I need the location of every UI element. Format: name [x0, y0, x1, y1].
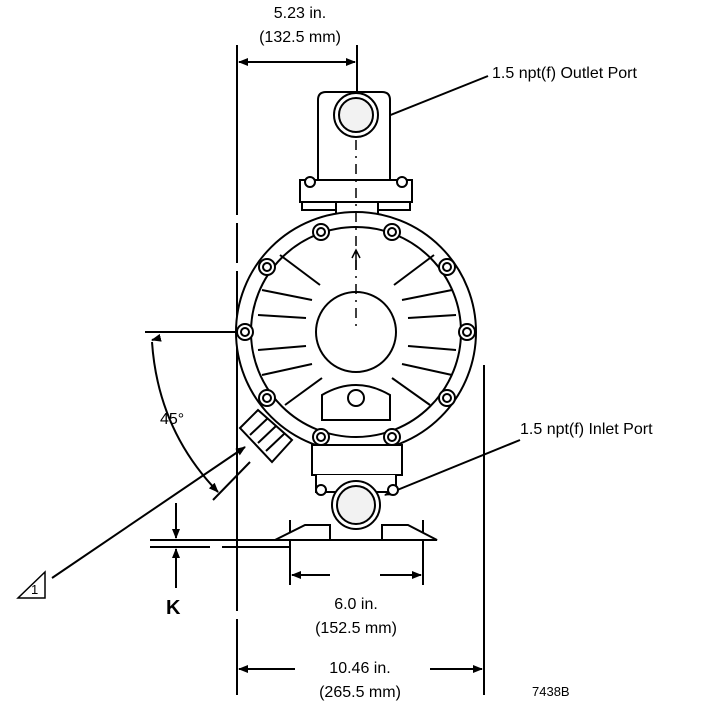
- inlet-port-label: 1.5 npt(f) Inlet Port: [520, 421, 653, 438]
- top-width-mm-label: (132.5 mm): [259, 29, 341, 46]
- extension-lines: [236, 45, 485, 695]
- base-width-mm-label: (152.5 mm): [315, 620, 397, 637]
- overall-width-mm-label: (265.5 mm): [319, 684, 401, 701]
- note-number: 1: [31, 582, 39, 597]
- angle-label: 45°: [160, 411, 185, 428]
- pump-body: [235, 91, 477, 541]
- dimension-lines: [238, 58, 483, 673]
- k-dimension: [150, 503, 290, 588]
- figure-id: 7438B: [532, 684, 570, 699]
- top-width-in-label: 5.23 in.: [273, 5, 327, 22]
- note-triangle: [16, 570, 46, 599]
- k-label: K: [166, 597, 181, 619]
- base-width-in-label: 6.0 in.: [334, 596, 378, 613]
- outlet-port-label: 1.5 npt(f) Outlet Port: [492, 65, 637, 82]
- overall-width-in-label: 10.46 in.: [329, 660, 391, 677]
- leader-lines: [51, 75, 521, 579]
- center-line: [351, 140, 361, 330]
